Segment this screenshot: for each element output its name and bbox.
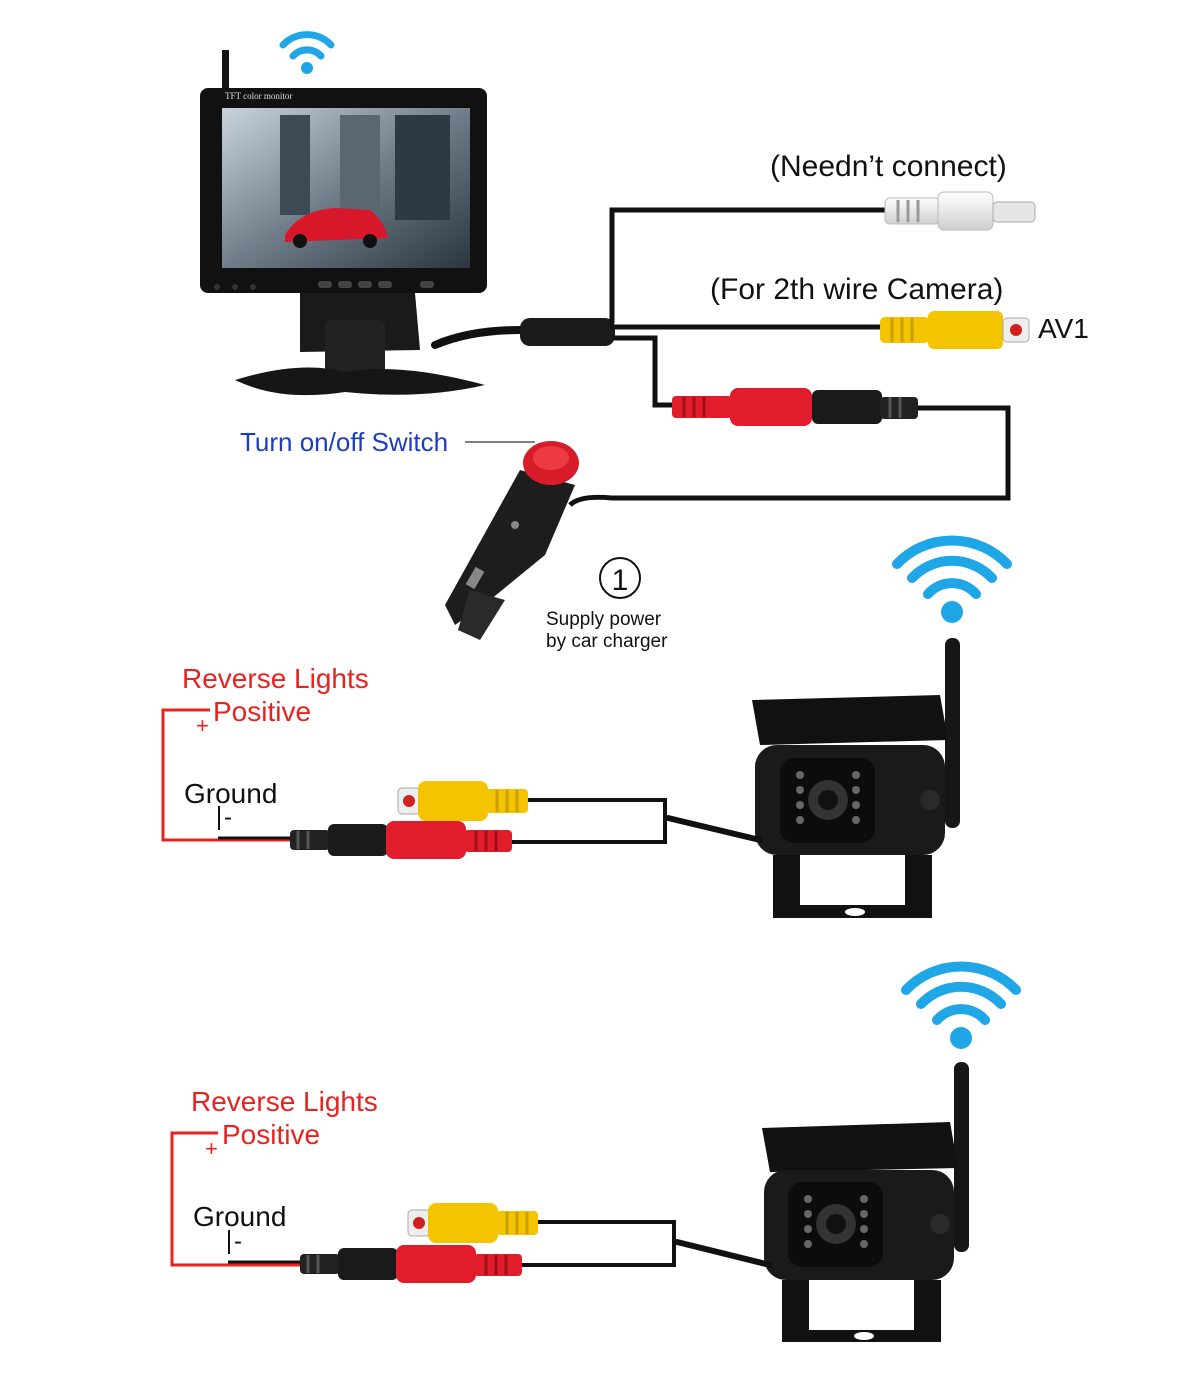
second-wire-camera-label: (For 2th wire Camera) <box>710 273 1004 306</box>
camera1-plus-sign: + <box>196 713 209 738</box>
camera2-plus-sign: + <box>205 1136 218 1161</box>
rca-connector-icon <box>880 311 1030 349</box>
power-connector-icon <box>300 1245 522 1283</box>
monitor-cable <box>431 207 1011 501</box>
camera2-power-wires <box>170 1131 302 1267</box>
camera1-reverse-lights-label: Reverse Lights <box>182 663 369 694</box>
camera2-reverse-lights-label: Reverse Lights <box>191 1086 378 1117</box>
camera1-wiring <box>508 798 763 844</box>
rca-connector-icon <box>884 191 1036 231</box>
switch-label: Turn on/off Switch <box>240 427 449 457</box>
camera-icon <box>752 638 960 918</box>
wifi-icon <box>901 961 1021 1049</box>
camera1-ground-label: Ground <box>184 778 278 809</box>
monitor-icon <box>200 50 487 396</box>
camera2-wiring <box>518 1220 773 1268</box>
camera1-power-wires <box>161 708 292 842</box>
camera-icon <box>762 1062 969 1342</box>
power-connector-icon <box>672 388 918 426</box>
wifi-icon <box>279 31 335 74</box>
supply-power-line2: by car charger <box>546 631 668 652</box>
camera2-positive-label: Positive <box>222 1119 321 1150</box>
camera1-positive-label: Positive <box>213 696 312 727</box>
monitor-caption: TFT color monitor <box>225 91 293 101</box>
camera2-ground-label: Ground <box>193 1201 287 1232</box>
step-number: 1 <box>612 564 629 597</box>
av1-label: AV1 <box>1038 313 1089 344</box>
rca-connector-icon <box>397 781 528 821</box>
neednt-connect-label: (Needn’t connect) <box>770 150 1007 183</box>
supply-power-line1: Supply power <box>546 609 662 630</box>
power-connector-icon <box>290 821 512 859</box>
camera2-minus-sign: - <box>228 1230 242 1254</box>
camera1-minus-sign: - <box>218 806 232 830</box>
wifi-icon <box>892 535 1012 623</box>
car-charger-icon <box>445 441 613 640</box>
step-number-circle <box>599 557 641 599</box>
rca-connector-icon <box>407 1203 538 1243</box>
